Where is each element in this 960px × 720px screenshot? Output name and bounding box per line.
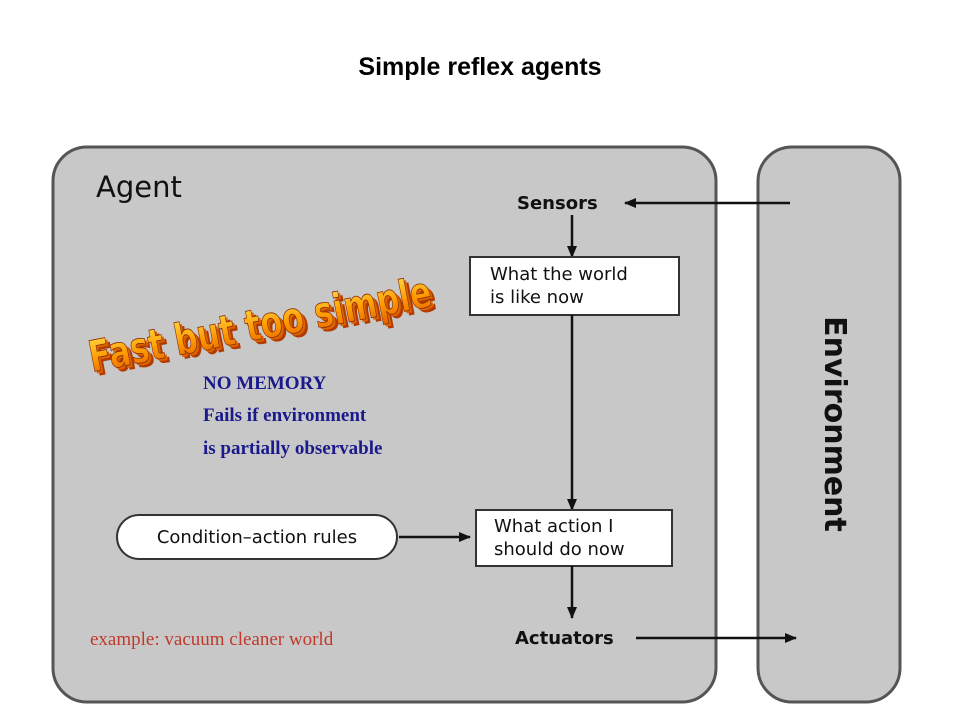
agent-label: Agent	[96, 170, 182, 204]
example-text: example: vacuum cleaner world	[90, 629, 334, 650]
note-line-2: Fails if environment	[203, 405, 367, 426]
note-line-3: is partially observable	[203, 438, 382, 459]
page-title: Simple reflex agents	[358, 53, 601, 81]
rules-box	[116, 514, 398, 560]
environment-label: Environment	[817, 316, 852, 532]
action-box	[475, 509, 673, 567]
action-line-1: What action I	[494, 516, 613, 537]
rules-label: Condition–action rules	[157, 527, 357, 548]
agent-panel	[51, 145, 718, 704]
note-line-1: NO MEMORY	[203, 373, 327, 394]
world-state-line-2: is like now	[490, 287, 584, 308]
action-line-2: should do now	[494, 539, 625, 560]
actuators-label: Actuators	[515, 628, 614, 649]
world-state-line-1: What the world	[490, 264, 628, 285]
sensors-label: Sensors	[517, 193, 598, 214]
environment-panel	[756, 145, 902, 704]
world-state-box	[469, 256, 680, 316]
